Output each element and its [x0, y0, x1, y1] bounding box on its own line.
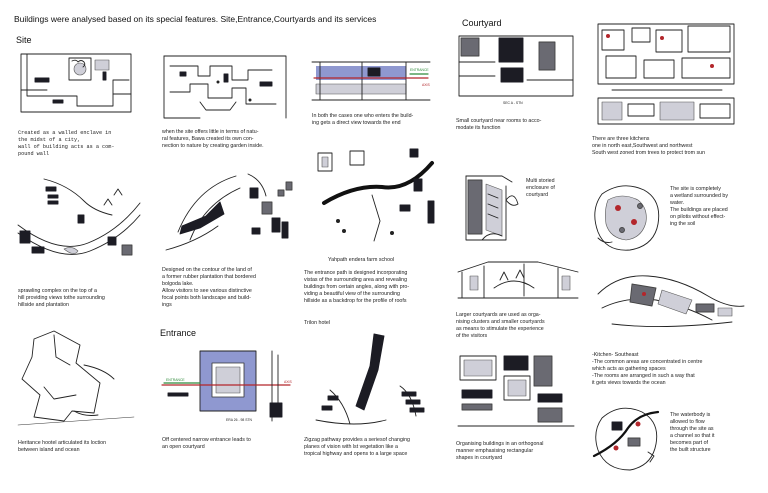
caption-yahpath: Yahpath endera farm school — [328, 257, 395, 263]
caption-larger-courtyard: Larger courtyards are used as orga- nisi… — [456, 312, 545, 339]
caption-multi-storied: Multi storied enclosure of courtyard — [526, 178, 555, 198]
direct-view-section: ENTRANCE AXIS — [311, 61, 430, 101]
wetland-site-plan — [594, 185, 660, 251]
section-b-label: ERA 26 - 98 STN — [226, 418, 253, 422]
caption-wetland: The site is completely a wetland surroun… — [670, 186, 729, 227]
caption-site-offers: when the site offers little in terms of … — [162, 129, 264, 149]
zigzag-pathway-sketch — [315, 333, 425, 425]
section-heading-entrance: Entrance — [160, 328, 197, 338]
sprawling-complex-plan — [17, 178, 141, 256]
caption-walled-enclave: Created as a walled enclave in the midst… — [18, 130, 115, 157]
walled-enclave-plan — [20, 53, 132, 113]
section-heading-courtyard: Courtyard — [462, 18, 502, 28]
axis-b-label: AXIS — [284, 380, 292, 384]
section-heading-site: Site — [16, 35, 32, 45]
entrance-axis-plan: ENTRANCE AXIS ERA 26 - 98 STN — [161, 350, 292, 422]
kitchens-plan — [597, 23, 735, 125]
caption-direct-view: In both the cases one who enters the bui… — [312, 113, 414, 126]
larger-courtyard-perspective — [457, 261, 579, 299]
caption-off-centered: Off centered narrow entrance leads to an… — [162, 437, 251, 450]
multi-storied-courtyard-sketch — [465, 175, 519, 241]
contour-site-plan — [165, 173, 293, 251]
kitchen-southeast-plan — [597, 275, 745, 328]
axis-a-label: AXIS — [422, 83, 430, 87]
caption-sprawling: sprawling complex on the top of a hill p… — [18, 288, 105, 308]
caption-orthogonal: Organising buildings in an orthogonal ma… — [456, 441, 544, 461]
waterbody-plan — [592, 407, 660, 471]
main-heading: Buildings were analysed based on its spe… — [14, 14, 377, 24]
caption-trilon: Trilon hotel — [304, 320, 331, 326]
orthogonal-courtyard-plan — [457, 355, 575, 427]
entrance-b-label: ENTRANCE — [166, 378, 185, 382]
garden-inside-plan — [163, 55, 287, 119]
caption-waterbody: The waterbody is allowed to flow through… — [670, 412, 715, 453]
heritance-hotel-plan — [17, 330, 135, 426]
small-courtyard-plan: SEC A - STN — [458, 35, 574, 105]
caption-kitchen-southeast: -Kitchen- Southeast -The common areas ar… — [592, 352, 703, 386]
caption-entrance-path: The entrance path is designed incorporat… — [304, 270, 410, 304]
caption-heritance: Heritance hootel articulated its loction… — [18, 440, 107, 453]
caption-zigzag: Zigzag pathway provides a seriesof chang… — [304, 437, 410, 457]
entrance-a-label: ENTRANCE — [410, 68, 429, 72]
section-a-label: SEC A - STN — [503, 101, 523, 105]
yahpath-path-sketch — [317, 148, 435, 242]
caption-contour: Designed on the contour of the land of a… — [162, 267, 256, 308]
caption-small-courtyard: Small courtyard near rooms to acco- moda… — [456, 118, 542, 131]
caption-kitchens: There are three kitchens one in north ea… — [592, 136, 706, 156]
